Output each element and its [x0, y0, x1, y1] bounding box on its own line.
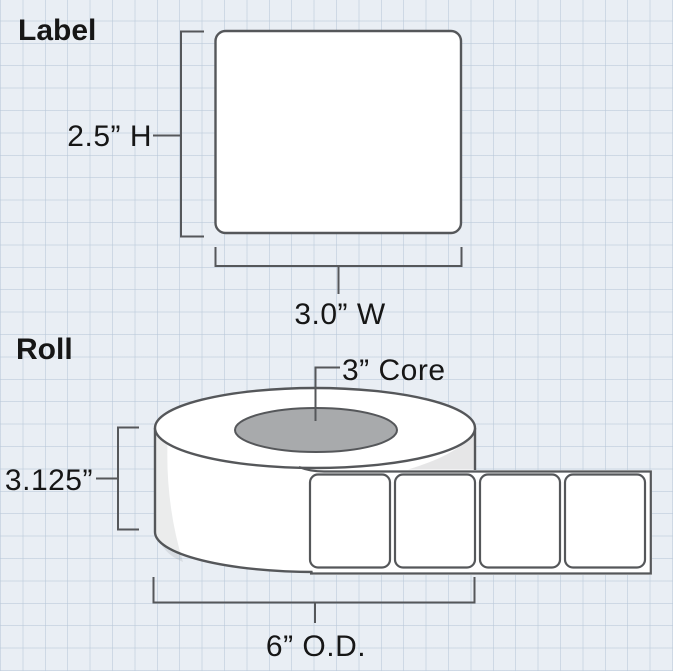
- roll-section-heading: Roll: [16, 333, 73, 366]
- label-width-dimension: 3.0” W: [294, 298, 386, 331]
- roll-width-bracket: [117, 426, 139, 531]
- core-dimension: 3” Core: [342, 354, 446, 387]
- label-height-bracket: [180, 30, 204, 238]
- outer-diameter-bracket: [152, 577, 476, 604]
- strip-label-1: [308, 473, 392, 569]
- label-width-bracket: [214, 247, 463, 267]
- labels-on-strip: [308, 473, 647, 569]
- outer-diameter-dimension: 6” O.D.: [266, 630, 366, 663]
- label-strip-border: [298, 465, 652, 575]
- roll-right-shading: [408, 433, 474, 470]
- roll-width-dimension: 3.125”: [5, 464, 93, 497]
- strip-label-3: [478, 473, 562, 569]
- label-section: Label 2.5” H 3.0” W: [18, 14, 463, 331]
- label-section-heading: Label: [18, 14, 96, 47]
- label-rectangle: [214, 29, 463, 235]
- label-height-dimension: 2.5” H: [67, 120, 152, 153]
- strip-label-2: [393, 473, 477, 569]
- roll-left-shading: [156, 428, 183, 562]
- roll-section: Roll 3” Core: [5, 333, 652, 663]
- strip-label-4: [563, 473, 647, 569]
- core-leader-line: [314, 366, 340, 421]
